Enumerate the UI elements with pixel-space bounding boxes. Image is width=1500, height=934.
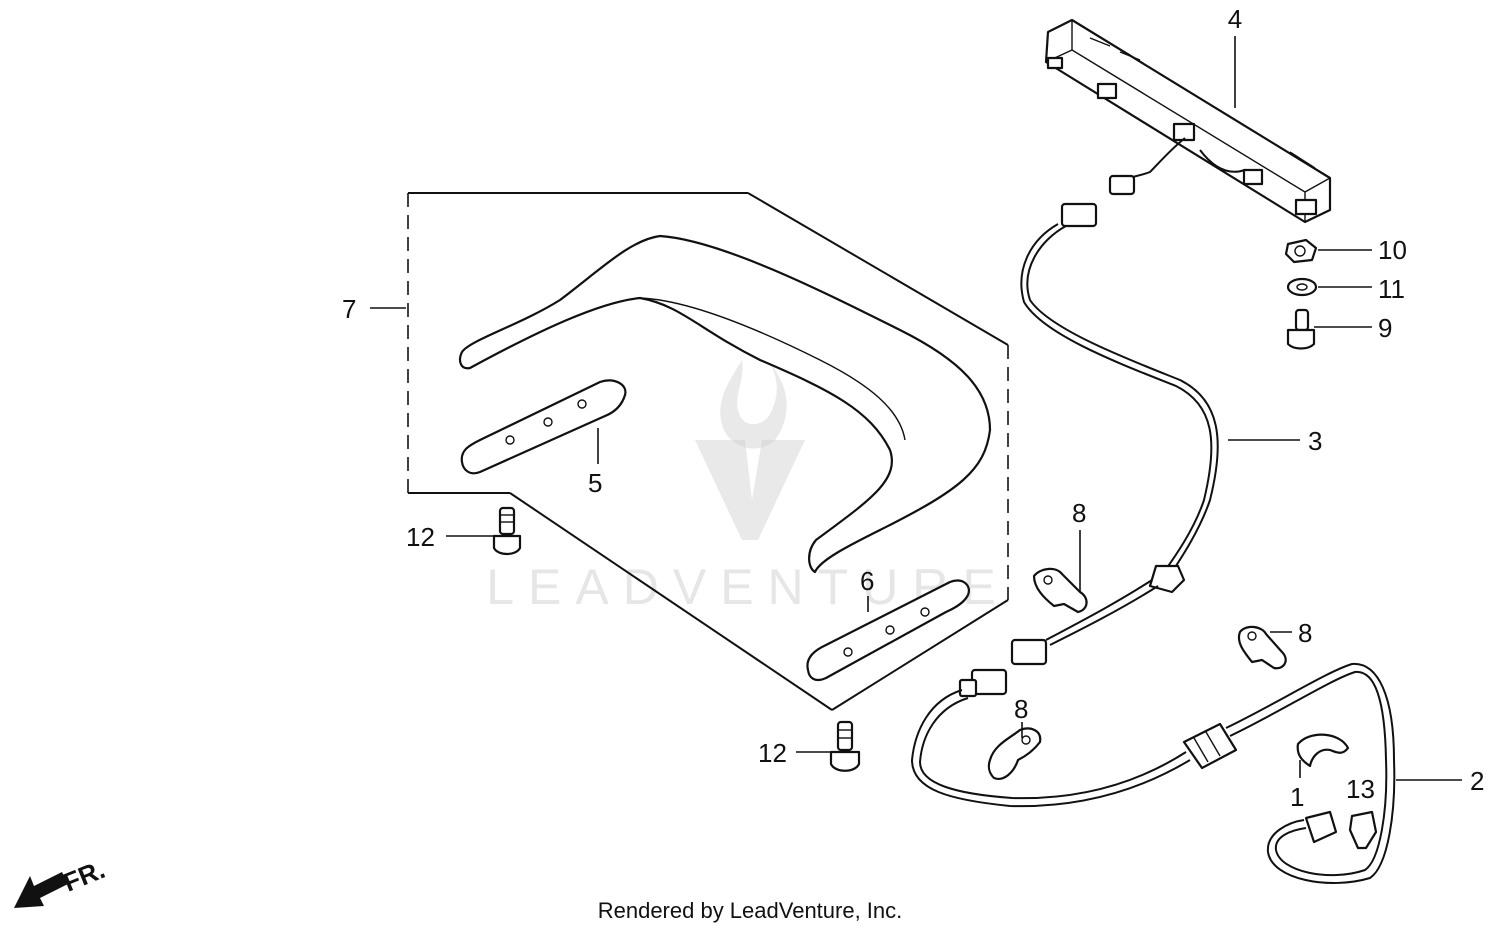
v-logo-icon	[695, 440, 805, 540]
bolt-12-upper	[492, 506, 522, 556]
callout-12-lower: 12	[758, 738, 787, 768]
harness-2	[910, 662, 1396, 884]
callout-7: 7	[342, 294, 356, 324]
harness-3	[1010, 137, 1246, 666]
leader-lines	[370, 36, 1462, 781]
callout-2: 2	[1470, 766, 1484, 796]
bulb-13	[1348, 810, 1378, 850]
callout-10: 10	[1378, 235, 1407, 265]
spacer-plate-5	[460, 379, 627, 475]
socket-1	[1296, 733, 1350, 844]
stop-light-4	[1044, 18, 1332, 224]
clip-8-upper	[1032, 567, 1088, 614]
washer-11	[1286, 277, 1318, 297]
spacer-plate-6	[806, 579, 970, 682]
direction-label: FR.	[59, 854, 109, 898]
callout-3: 3	[1308, 426, 1322, 456]
callout-1: 1	[1290, 782, 1304, 812]
nut-10	[1284, 238, 1318, 264]
clip-8-lower	[987, 727, 1042, 780]
arrow-icon	[14, 872, 68, 908]
callout-4: 4	[1228, 4, 1242, 34]
screw-9	[1286, 308, 1316, 350]
callout-9: 9	[1378, 313, 1392, 343]
callout-13: 13	[1346, 774, 1375, 804]
callout-6: 6	[860, 566, 874, 596]
spoiler-body	[459, 234, 992, 574]
callouts: 4 10 11 9 3 7 5 6 12 12 8 8 8 2 1 13	[342, 4, 1484, 812]
clip-8-right	[1237, 625, 1287, 670]
callout-8-right: 8	[1298, 618, 1312, 648]
flame-icon	[720, 330, 787, 449]
bolt-12-lower	[829, 720, 861, 772]
callout-8-upper: 8	[1072, 498, 1086, 528]
callout-12-upper: 12	[406, 522, 435, 552]
assembly-outline-7	[407, 192, 1009, 711]
callout-5: 5	[588, 468, 602, 498]
callout-11: 11	[1378, 274, 1405, 304]
callout-8-lower: 8	[1014, 694, 1028, 724]
footer-credit: Rendered by LeadVenture, Inc.	[597, 898, 903, 923]
